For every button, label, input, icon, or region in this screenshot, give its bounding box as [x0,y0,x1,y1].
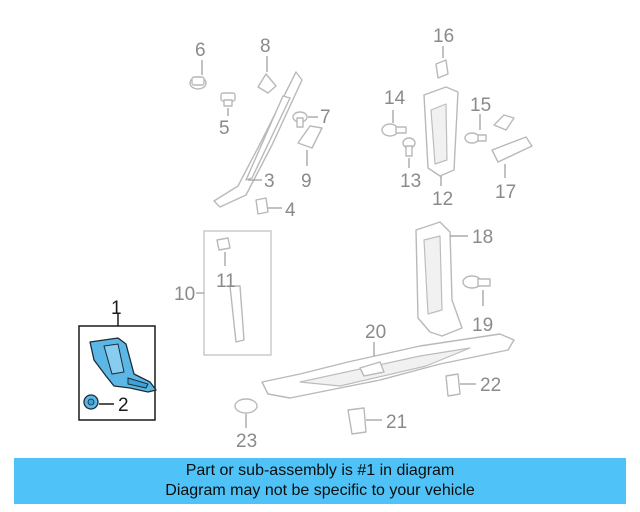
callout-2: 2 [118,395,129,416]
part-1-frame [78,325,156,421]
part-10-group [196,230,272,356]
callout-17: 17 [495,182,516,203]
callout-20: 20 [365,322,386,343]
part-20-sill-plate [261,333,515,399]
callout-3: 3 [264,171,275,192]
part-7-screw [292,111,318,128]
callout-9: 9 [301,171,312,192]
callout-13: 13 [400,171,421,192]
callout-6: 6 [195,40,206,61]
part-1-highlight-group [78,314,157,421]
callout-1: 1 [111,298,122,319]
part-9-cover [297,125,323,166]
callout-18: 18 [472,227,493,248]
part-8-clip [257,56,277,94]
part-2-fastener [83,394,114,410]
part-22-clip [445,373,476,397]
part-12-pillar-upper [423,86,459,186]
part-21-clip [347,407,382,435]
part-23-plug [234,398,258,428]
callout-21: 21 [386,412,407,433]
banner-line-2: Diagram may not be specific to your vehi… [165,482,475,499]
callout-22: 22 [480,375,501,396]
callout-11: 11 [216,271,236,292]
callout-14: 14 [384,88,406,109]
part-13-screw [402,137,416,168]
callout-12: 12 [432,189,453,210]
callout-23: 23 [236,431,257,452]
part-1-trim-tab [127,377,149,389]
callout-16: 16 [433,26,454,47]
part-18-pillar-lower [415,221,468,337]
part-3-pillar-trim [213,71,303,208]
part-14-screw [381,110,407,137]
part-16-clip [435,46,449,79]
callout-7: 7 [320,107,331,128]
banner-line-1: Part or sub-assembly is #1 in diagram [185,462,455,479]
part-4-retainer [255,197,282,215]
callout-15: 15 [470,95,491,116]
part-19-bolt [462,275,491,306]
part-17-handle [491,114,533,178]
part-15-screw [464,114,487,144]
part-5-bolt [220,92,236,116]
callout-10: 10 [174,284,195,305]
part-6-clip [189,60,207,90]
callout-5: 5 [219,118,230,139]
part-1-trim-face [103,343,125,375]
callout-4: 4 [285,200,296,221]
callout-19: 19 [472,315,493,336]
callout-8: 8 [260,36,271,57]
info-banner: Part or sub-assembly is #1 in diagram Di… [14,458,626,504]
